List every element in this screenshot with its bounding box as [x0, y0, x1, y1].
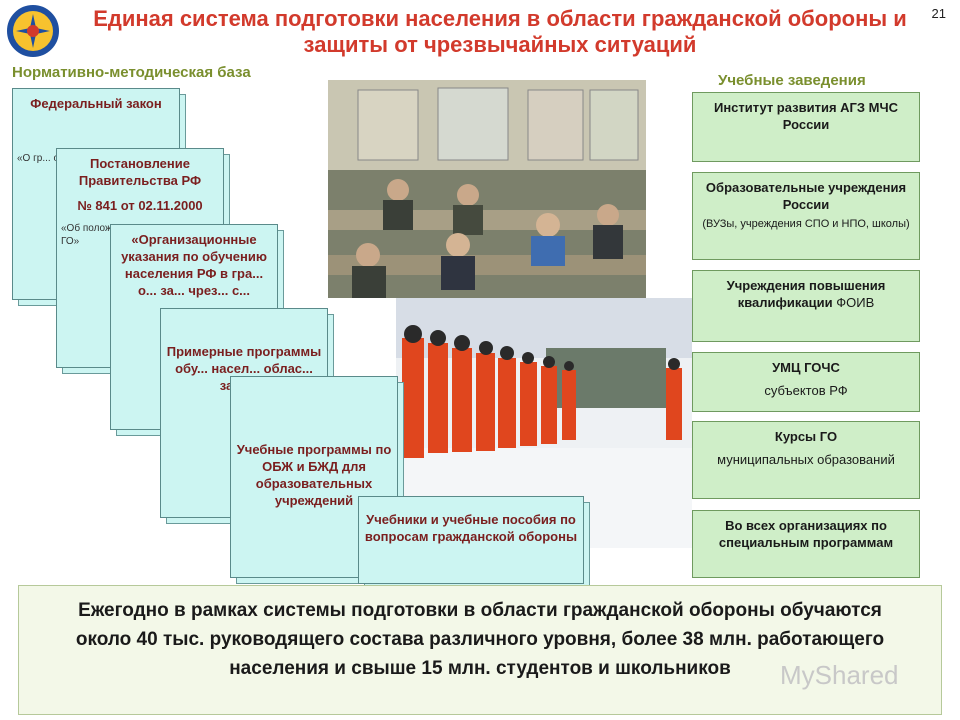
- inst-title: Учреждения повышения квалификации: [726, 278, 886, 310]
- inst-title: Образовательные учреждения России: [705, 180, 907, 212]
- right-section-heading: Учебные заведения: [718, 72, 866, 89]
- left-section-heading: Нормативно-методическая база: [12, 64, 251, 81]
- inst-suffix: ФОИВ: [832, 295, 875, 310]
- summary-box: Ежегодно в рамках системы подготовки в о…: [18, 585, 942, 715]
- inst-educational-institutions: Образовательные учреждения России (ВУЗы,…: [692, 172, 920, 260]
- emchs-emblem-icon: [5, 3, 61, 59]
- inst-title: Курсы ГО: [774, 429, 838, 444]
- inst-umc-gochs: УМЦ ГОЧС субъектов РФ: [692, 352, 920, 412]
- inst-agz-institute: Институт развития АГЗ МЧС России: [692, 92, 920, 162]
- inst-subtitle: (ВУЗы, учреждения СПО и НПО, школы): [702, 218, 910, 230]
- page-title: Единая система подготовки населения в об…: [93, 6, 907, 57]
- doc-card: Учебные программы по ОБЖ и БЖД для образ…: [230, 376, 398, 578]
- inst-plain: муниципальных образований: [717, 452, 895, 467]
- doc-title: Учебные программы по ОБЖ и БЖД для образ…: [236, 442, 392, 508]
- inst-title: УМЦ ГОЧС: [772, 360, 840, 375]
- doc-number: № 841 от 02.11.2000: [77, 198, 203, 213]
- doc-title: Постановление Правительства РФ: [78, 156, 202, 188]
- doc-card: Учебники и учебные пособия по вопросам г…: [358, 496, 584, 584]
- doc-title: «Организационные указания по обучению на…: [121, 232, 267, 298]
- inst-qualification: Учреждения повышения квалификации ФОИВ: [692, 270, 920, 342]
- inst-plain: субъектов РФ: [764, 383, 848, 398]
- slide-number: 21: [931, 6, 946, 21]
- inst-go-courses: Курсы ГО муниципальных образований: [692, 421, 920, 499]
- inst-all-organizations: Во всех организациях по специальным прог…: [692, 510, 920, 578]
- doc-title: Учебники и учебные пособия по вопросам г…: [364, 512, 578, 544]
- doc-title: Федеральный закон: [30, 96, 162, 111]
- inst-title: Во всех организациях по специальным прог…: [718, 518, 894, 550]
- watermark: MyShared: [780, 660, 899, 690]
- doc-note: «О гр... оборо...: [17, 153, 90, 164]
- classroom-photo: [328, 80, 646, 298]
- inst-title: Институт развития АГЗ МЧС России: [713, 100, 899, 132]
